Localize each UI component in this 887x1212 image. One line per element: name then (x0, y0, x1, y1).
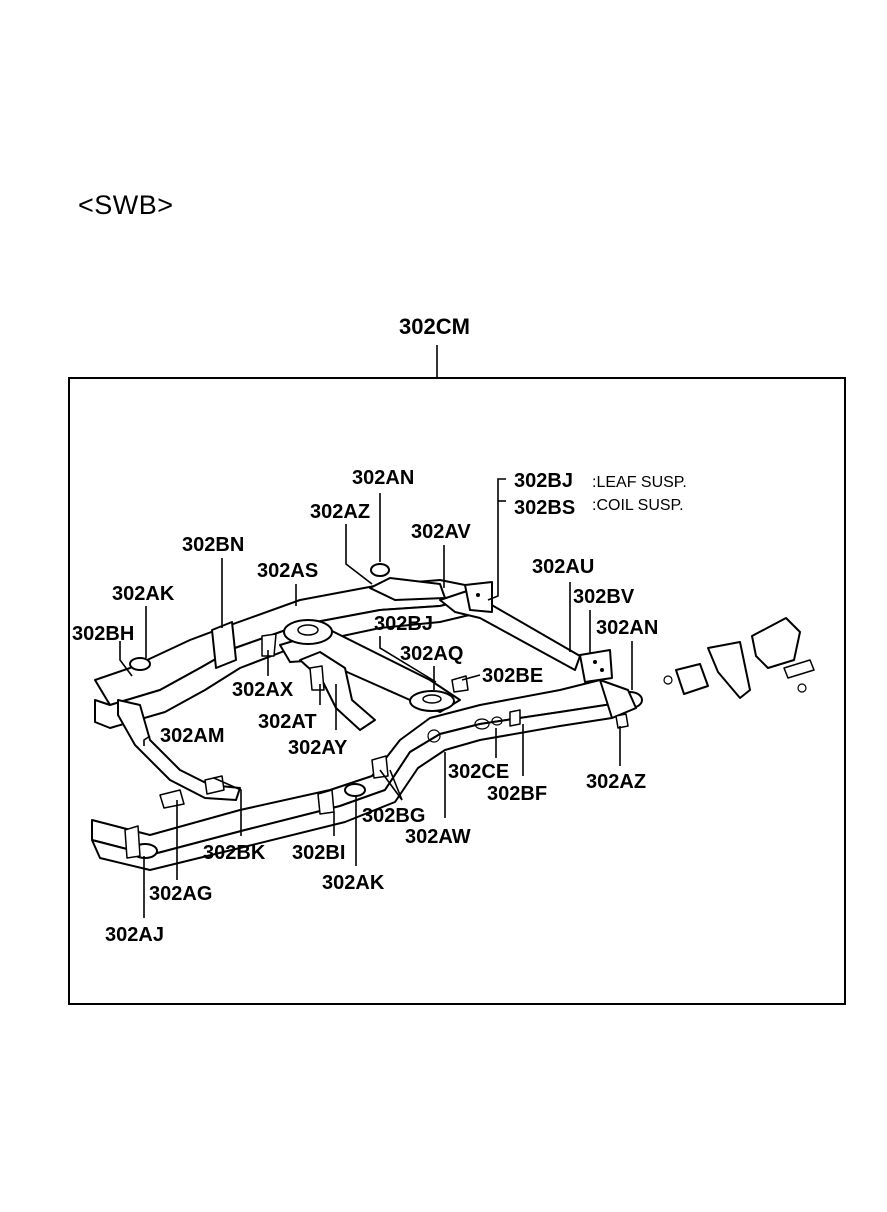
label-302BH[interactable]: 302BH (72, 623, 134, 645)
label-302AQ[interactable]: 302AQ (400, 643, 463, 665)
label-302BN[interactable]: 302BN (182, 534, 244, 556)
label-302BK[interactable]: 302BK (203, 842, 266, 864)
chassis-frame-illustration (91, 563, 643, 871)
assembly-border-box (68, 377, 846, 1005)
label-302BI[interactable]: 302BI (292, 842, 345, 864)
label-302BV[interactable]: 302BV (573, 586, 635, 608)
part-number-labels: 302AN 302AZ 302AV 302BJ :LEAF SUSP. 302B… (72, 467, 687, 946)
label-302AJ[interactable]: 302AJ (105, 924, 164, 946)
label-302AM[interactable]: 302AM (160, 725, 224, 747)
note-coil-susp: :COIL SUSP. (592, 497, 684, 514)
label-302BS[interactable]: 302BS (514, 497, 575, 519)
label-302AV[interactable]: 302AV (411, 521, 471, 543)
label-302AK-left[interactable]: 302AK (112, 583, 175, 605)
label-302AG[interactable]: 302AG (149, 883, 212, 905)
assembly-callout-label[interactable]: 302CM (399, 314, 470, 339)
label-302BE[interactable]: 302BE (482, 665, 543, 687)
label-302BG[interactable]: 302BG (362, 805, 425, 827)
label-302BJ-top[interactable]: 302BJ (514, 470, 573, 492)
label-302AX[interactable]: 302AX (232, 679, 294, 701)
label-302AN-right[interactable]: 302AN (596, 617, 658, 639)
label-302AN-top[interactable]: 302AN (352, 467, 414, 489)
label-302AZ-right[interactable]: 302AZ (586, 771, 646, 793)
coil-mount-hardware-illustration (663, 617, 815, 699)
label-302AT[interactable]: 302AT (258, 711, 317, 733)
note-leaf-susp: :LEAF SUSP. (592, 474, 687, 491)
label-302AS[interactable]: 302AS (257, 560, 318, 582)
label-302AY[interactable]: 302AY (288, 737, 348, 759)
label-302AK-bottom[interactable]: 302AK (322, 872, 385, 894)
leader-lines (119, 478, 633, 918)
label-302CE[interactable]: 302CE (448, 761, 509, 783)
label-302AU[interactable]: 302AU (532, 556, 594, 578)
label-302BF[interactable]: 302BF (487, 783, 547, 805)
label-302BJ-mid[interactable]: 302BJ (374, 613, 433, 635)
variant-label: <SWB> (78, 190, 174, 220)
label-302AW[interactable]: 302AW (405, 826, 471, 848)
label-302AZ-top[interactable]: 302AZ (310, 501, 370, 523)
